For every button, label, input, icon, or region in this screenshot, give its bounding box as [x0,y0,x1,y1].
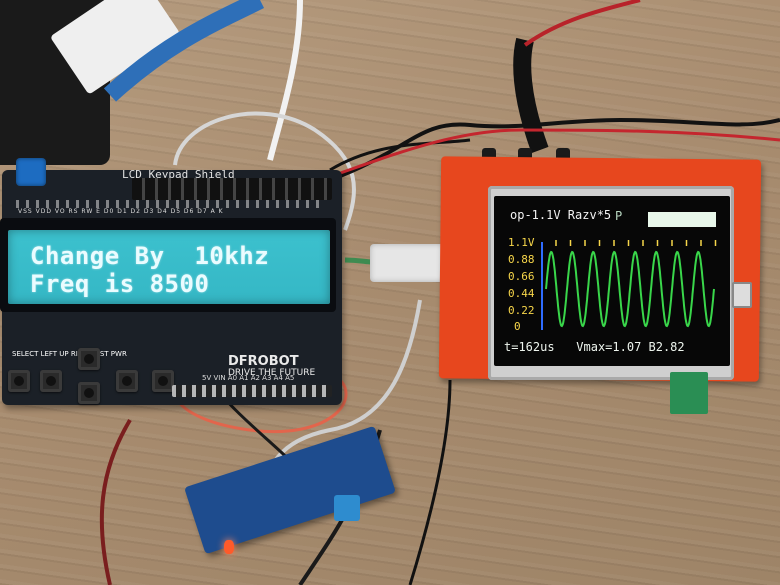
module-potentiometer [334,495,360,521]
red-wire-long [319,128,780,182]
brand-logo-text: DFROBOT [228,354,299,369]
black-wire-right [408,379,452,585]
pin-strip [16,200,326,208]
scope-plot [541,240,717,330]
brand-tagline: DRIVE THE FUTURE [228,368,316,378]
y-label: 0 [514,320,521,333]
module-led [224,540,234,554]
y-label: 0.66 [508,270,535,283]
top-pin-header [132,178,332,200]
sd-card-tab [670,372,708,414]
bottom-pin-header [172,385,332,397]
shield-label: LCD Keypad Shield [122,168,235,181]
y-label: 0.22 [508,304,535,317]
left-button[interactable] [40,370,62,392]
lcd-keypad-shield: LCD Keypad Shield VSS VDD VO RS RW E D0 … [0,158,342,405]
black-cable-2 [329,138,471,172]
up-button[interactable] [78,348,100,370]
y-label: 1.1V [508,236,535,249]
grey-cable [173,111,356,231]
tft-reset-button[interactable] [732,282,752,308]
scope-footer: t=162us Vmax=1.07 B2.82 [504,340,685,354]
tft-box-text: P [615,209,623,223]
y-label: 0.88 [508,253,535,266]
header-labels: 5V VIN A0 A1 A2 A3 A4 A5 [202,374,295,382]
green-cable-end [344,257,373,265]
reset-button[interactable] [152,370,174,392]
scope-markers [555,240,717,246]
right-button[interactable] [116,370,138,392]
tft-highlight-box [648,212,716,227]
scope-trace [545,250,715,328]
black-audio-cable [513,37,549,154]
usb-plug [370,244,446,282]
red-wire-top [523,0,641,47]
keypad-labels: SELECT LEFT UP RIGHT RST PWR [12,350,127,358]
scope-vmax: Vmax=1.07 B2.82 [576,340,685,354]
white-cable-top [267,0,303,161]
contrast-potentiometer [16,158,46,186]
black-cable-1 [329,117,780,182]
blue-usb-cable [103,0,265,102]
lcd-line-2: Freq is 8500 [30,270,210,298]
pin-labels: VSS VDD VO RS RW E D0 D1 D2 D3 D4 D5 D6 … [18,208,224,215]
y-label: 0.44 [508,287,535,300]
scope-title: op-1.1V Razv*5 [510,208,612,222]
scope-time: t=162us [504,340,555,354]
dark-red-wire [99,418,132,585]
lcd-screen [8,230,330,304]
select-button[interactable] [8,370,30,392]
lcd-line-1: Change By 10khz [30,242,270,270]
down-button[interactable] [78,382,100,404]
